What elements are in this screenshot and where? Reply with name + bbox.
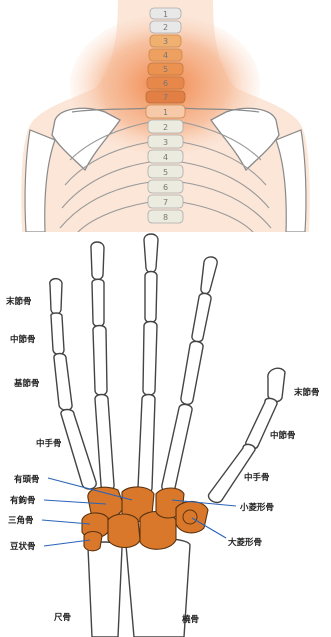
lunate-bone: [108, 514, 140, 548]
label-triquetrum: 三角骨: [8, 515, 34, 526]
vertebra-number: 1: [163, 108, 168, 117]
label-pisiform: 豆状骨: [10, 541, 36, 552]
vertebra-number: 6: [163, 183, 168, 192]
middle-middle-phalanx: [145, 272, 157, 323]
label-middle-phalanx-right: 中節骨: [270, 430, 296, 441]
middle-finger: [138, 234, 158, 493]
index-middle-phalanx: [192, 293, 211, 341]
label-distal-phalanx-left: 末節骨: [5, 296, 32, 307]
thumb-distal-phalanx: [268, 368, 285, 401]
middle-metacarpal: [138, 395, 155, 494]
middle-proximal-phalanx: [143, 322, 157, 396]
vertebra-number: 4: [163, 51, 168, 60]
label-radius: 橈骨: [182, 614, 199, 625]
little-metacarpal: [61, 410, 96, 490]
index-metacarpal: [162, 404, 192, 492]
label-trapezoid: 小菱形骨: [239, 502, 274, 513]
vertebra-number: 7: [163, 93, 168, 102]
index-proximal-phalanx: [181, 341, 203, 404]
little-middle-phalanx: [51, 313, 64, 355]
pisiform-bone: [84, 532, 102, 551]
trapezium-bone: [176, 501, 208, 533]
vertebra-number: 5: [163, 168, 168, 177]
label-distal-phalanx-right: 末節骨: [293, 387, 320, 398]
label-trapezium: 大菱形骨: [228, 537, 262, 548]
vertebra-number: 1: [163, 10, 168, 19]
label-metacarpal-left: 中手骨: [36, 438, 62, 449]
label-ulna: 尺骨: [53, 612, 71, 623]
vertebra-number: 3: [163, 138, 168, 147]
little-finger: [50, 279, 96, 489]
index-distal-phalanx: [201, 257, 217, 294]
vertebra-numbers: 1 2 3 4 5 6 7 1 2 3 4 5 6 7 8: [163, 10, 168, 222]
label-proximal-phalanx: 基節骨: [13, 378, 40, 389]
index-finger: [162, 257, 217, 492]
vertebra-number: 4: [163, 153, 168, 162]
vertebra-number: 3: [163, 37, 168, 46]
ulna-bone: [88, 542, 122, 637]
label-middle-phalanx-left: 中節骨: [10, 334, 36, 345]
ring-finger: [91, 242, 114, 490]
vertebra-number: 2: [163, 123, 168, 132]
carpal-bones: [82, 487, 208, 551]
vertebra-number: 7: [163, 198, 168, 207]
ring-distal-phalanx: [91, 242, 104, 280]
hand-panel: [50, 234, 285, 637]
label-hamate: 有鉤骨: [10, 495, 36, 506]
little-proximal-phalanx: [54, 354, 72, 411]
vertebra-number: 2: [163, 23, 168, 32]
little-distal-phalanx: [50, 279, 62, 314]
spine-panel: 1 2 3 4 5 6 7 1 2 3 4 5 6 7 8: [21, 0, 309, 232]
vertebra-number: 5: [163, 65, 168, 74]
middle-distal-phalanx: [144, 234, 158, 273]
ring-proximal-phalanx: [93, 326, 107, 396]
label-capitate: 有頭骨: [14, 474, 40, 485]
leader-pisiform: [44, 540, 90, 546]
forearm-bones: [88, 538, 190, 637]
ring-middle-phalanx: [92, 279, 104, 326]
thumb-proximal-phalanx: [246, 398, 277, 449]
ring-metacarpal: [95, 395, 114, 491]
vertebra-number: 8: [163, 213, 168, 222]
radius-bone: [126, 538, 190, 637]
vertebra-number: 6: [163, 79, 168, 88]
label-metacarpal-right: 中手骨: [244, 472, 270, 483]
